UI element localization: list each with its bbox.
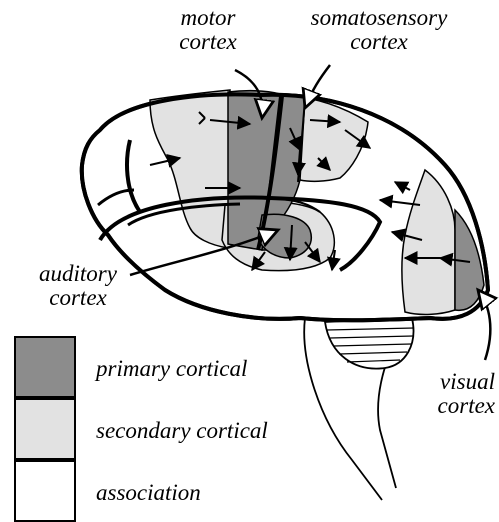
- motor-cortex-label-line1: motor: [168, 6, 248, 30]
- legend-label-secondary: secondary cortical: [96, 418, 268, 444]
- legend-swatch-secondary: [14, 398, 76, 460]
- visual-cortex-label-line2: cortex: [420, 394, 495, 418]
- somatosensory-cortex-label-line2: cortex: [294, 30, 464, 54]
- legend-label-association: association: [96, 480, 201, 506]
- auditory-cortex-label-line1: auditory: [28, 262, 128, 286]
- auditory-cortex-label-line2: cortex: [28, 286, 128, 310]
- motor-cortex-label: motor cortex: [168, 6, 248, 54]
- legend-swatch-primary: [14, 336, 76, 398]
- auditory-cortex-label: auditory cortex: [28, 262, 128, 310]
- visual-cortex-label: visual cortex: [420, 370, 495, 418]
- legend-swatch-association: [14, 460, 76, 522]
- somatosensory-cortex-label-line1: somatosensory: [294, 6, 464, 30]
- motor-cortex-label-line2: cortex: [168, 30, 248, 54]
- cerebellum: [325, 318, 414, 369]
- legend-label-primary: primary cortical: [96, 356, 247, 382]
- somatosensory-cortex-label: somatosensory cortex: [294, 6, 464, 54]
- visual-cortex-label-line1: visual: [420, 370, 495, 394]
